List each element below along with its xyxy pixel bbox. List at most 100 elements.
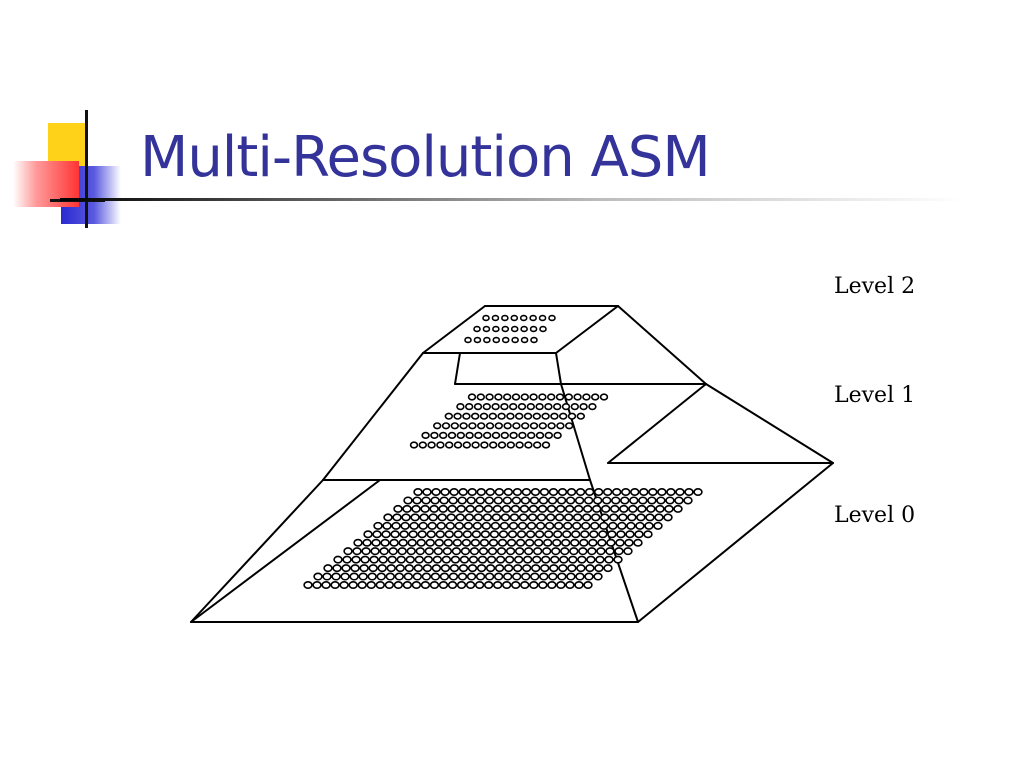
grid-point: [441, 422, 451, 430]
grid-point: [497, 412, 506, 420]
grid-point: [521, 572, 531, 581]
grid-point: [544, 403, 553, 411]
grid-point: [620, 496, 630, 505]
grid-point: [583, 580, 593, 589]
level-0-grid: [303, 487, 703, 589]
grid-point: [565, 580, 575, 589]
grid-point: [361, 547, 371, 556]
grid-point: [476, 564, 487, 573]
grid-point: [566, 572, 576, 581]
grid-point: [468, 422, 477, 430]
grid-point: [367, 572, 377, 581]
grid-point: [392, 513, 402, 522]
grid-point: [359, 564, 369, 573]
grid-point: [332, 564, 342, 573]
grid-point: [590, 521, 600, 530]
grid-point: [386, 564, 396, 573]
grid-point: [654, 513, 664, 522]
grid-point: [529, 580, 539, 589]
grid-point: [625, 530, 635, 539]
grid-point: [498, 530, 509, 539]
grid-point: [425, 538, 435, 547]
grid-point: [445, 441, 454, 449]
level1-right-edge: [705, 383, 834, 464]
grid-point: [456, 580, 467, 589]
grid-point: [539, 487, 550, 496]
grid-point: [587, 547, 597, 556]
grid-point: [548, 314, 556, 322]
grid-point: [512, 572, 522, 581]
grid-point: [502, 496, 513, 505]
grid-point: [537, 504, 548, 513]
grid-point: [352, 547, 362, 556]
grid-point: [471, 441, 480, 449]
grid-point: [396, 555, 406, 564]
grid-point: [368, 564, 378, 573]
grid-point: [616, 530, 626, 539]
grid-point: [433, 547, 444, 556]
grid-point: [473, 325, 481, 333]
band1-right-edge: [560, 383, 591, 481]
grid-point: [582, 393, 591, 401]
grid-point: [450, 422, 459, 430]
grid-point: [643, 530, 653, 539]
grid-point: [349, 572, 359, 581]
grid-point: [568, 555, 578, 564]
grid-point: [434, 538, 444, 547]
grid-point: [423, 555, 434, 564]
grid-point: [464, 513, 474, 522]
grid-point: [582, 504, 593, 513]
grid-point: [585, 564, 595, 573]
grid-point: [532, 441, 542, 449]
grid-point: [502, 580, 512, 589]
grid-point: [469, 547, 480, 556]
grid-point: [524, 441, 533, 449]
grid-point: [405, 555, 415, 564]
grid-point: [485, 393, 494, 401]
grid-point: [592, 504, 602, 513]
grid-point: [467, 393, 477, 401]
grid-point: [526, 403, 535, 411]
grid-point: [456, 403, 465, 411]
grid-point: [543, 530, 554, 539]
grid-point: [551, 547, 561, 556]
grid-point: [465, 403, 474, 411]
grid-point: [402, 580, 413, 589]
level1-outer-left-edge: [322, 352, 424, 481]
grid-point: [453, 441, 463, 449]
grid-point: [611, 496, 621, 505]
grid-point: [488, 538, 499, 547]
grid-point: [561, 538, 571, 547]
grid-point: [504, 555, 515, 564]
grid-point: [571, 530, 581, 539]
grid-point: [582, 513, 592, 522]
grid-point: [529, 325, 538, 333]
grid-point: [448, 572, 459, 581]
grid-point: [593, 572, 603, 581]
grid-point: [563, 513, 574, 522]
grid-point: [663, 513, 673, 522]
grid-point: [591, 513, 601, 522]
grid-point: [343, 547, 353, 556]
base-right-edge: [637, 462, 834, 623]
grid-point: [473, 403, 483, 411]
grid-point: [362, 538, 372, 547]
grid-point: [560, 547, 570, 556]
level0-outer-left-edge: [190, 479, 324, 623]
grid-point: [390, 530, 400, 539]
grid-point: [535, 431, 545, 439]
grid-point: [503, 393, 512, 401]
grid-point: [376, 572, 386, 581]
grid-point: [483, 580, 494, 589]
grid-point: [539, 325, 547, 333]
grid-point: [545, 513, 556, 522]
grid-point: [411, 504, 421, 513]
grid-point: [466, 572, 477, 581]
grid-point: [574, 580, 584, 589]
grid-point: [592, 496, 603, 505]
grid-point: [529, 496, 540, 505]
grid-point: [615, 538, 625, 547]
grid-point: [558, 564, 568, 573]
grid-point: [515, 538, 526, 547]
grid-point: [477, 422, 486, 430]
